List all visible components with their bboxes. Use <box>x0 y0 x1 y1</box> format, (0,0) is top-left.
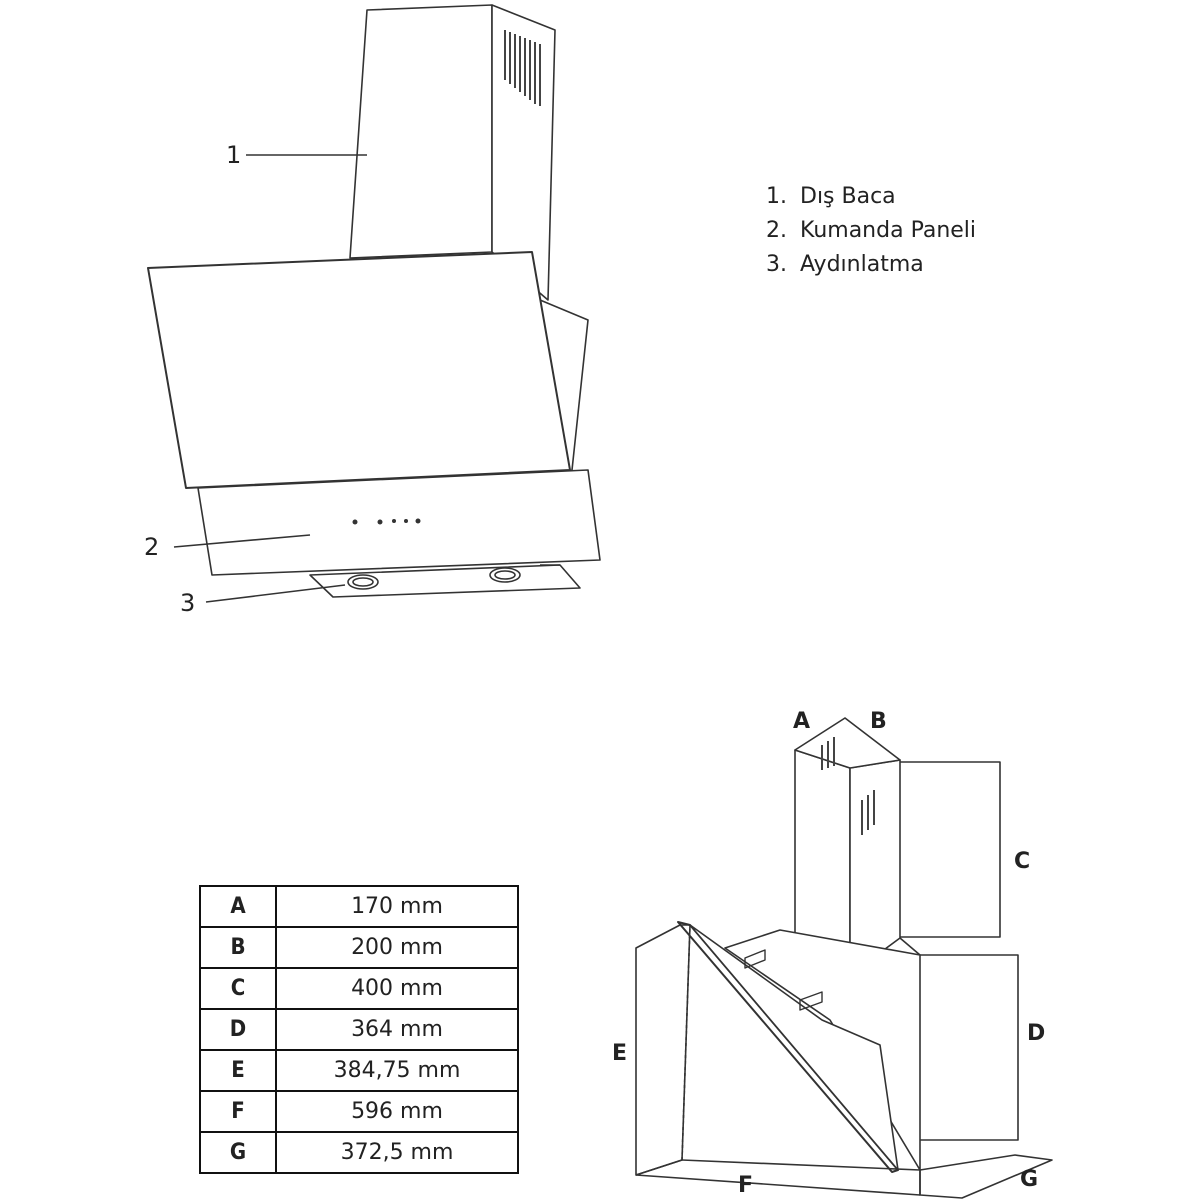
dim-key: D <box>199 1008 277 1051</box>
dim-value: 596 mm <box>275 1090 519 1133</box>
table-row: A 170 mm <box>199 885 519 928</box>
legend-label: Aydınlatma <box>800 252 924 277</box>
dim-label-g: G <box>1020 1167 1038 1192</box>
dim-key: F <box>199 1090 277 1133</box>
dim-value: 372,5 mm <box>275 1131 519 1174</box>
legend-item: 3. Aydınlatma <box>766 248 976 282</box>
dim-label-b: B <box>870 709 887 734</box>
light-left-icon <box>347 574 379 590</box>
legend-label: Kumanda Paneli <box>800 218 977 243</box>
dim-value: 170 mm <box>275 885 519 928</box>
table-row: C 400 mm <box>199 967 519 1010</box>
leader-2 <box>173 534 311 548</box>
legend-number: 1. <box>766 184 787 209</box>
dim-body <box>724 929 921 1171</box>
dim-d-box <box>920 954 1019 1141</box>
chimney-front <box>349 4 493 259</box>
dim-key: C <box>199 967 277 1010</box>
dim-value: 384,75 mm <box>275 1049 519 1092</box>
legend-number: 3. <box>766 252 787 277</box>
legend-label: Dış Baca <box>800 184 896 209</box>
leader-3 <box>205 584 346 603</box>
dim-label-d: D <box>1027 1021 1045 1046</box>
vent-slots-icon <box>504 30 541 106</box>
glass-panel <box>147 251 571 489</box>
callout-2: 2 <box>144 533 159 561</box>
light-right-icon <box>489 567 521 583</box>
control-buttons-icon <box>352 518 421 525</box>
hood-dimension-view <box>635 717 1053 1199</box>
callout-3: 3 <box>180 589 195 617</box>
dim-value: 364 mm <box>275 1008 519 1051</box>
parts-legend: 1. Dış Baca 2. Kumanda Paneli 3. Aydınlatma <box>766 180 976 282</box>
dim-label-c: C <box>1014 849 1030 874</box>
dim-label-f: F <box>738 1173 753 1198</box>
table-row: B 200 mm <box>199 926 519 969</box>
table-row: G 372,5 mm <box>199 1131 519 1174</box>
legend-number: 2. <box>766 218 787 243</box>
legend-item: 1. Dış Baca <box>766 180 976 214</box>
dim-key: E <box>199 1049 277 1092</box>
control-panel <box>197 469 601 576</box>
dim-key: A <box>199 885 277 928</box>
table-row: F 596 mm <box>199 1090 519 1133</box>
dim-key: B <box>199 926 277 969</box>
table-row: D 364 mm <box>199 1008 519 1051</box>
dim-value: 200 mm <box>275 926 519 969</box>
table-row: E 384,75 mm <box>199 1049 519 1092</box>
dimensions-table: A 170 mm B 200 mm C 400 mm D 364 mm E 38… <box>199 885 519 1174</box>
dim-key: G <box>199 1131 277 1174</box>
legend-item: 2. Kumanda Paneli <box>766 214 976 248</box>
dim-value: 400 mm <box>275 967 519 1010</box>
callout-1: 1 <box>226 141 241 169</box>
hood-front-view <box>147 4 601 603</box>
dim-c-box <box>900 761 1001 938</box>
dim-label-e: E <box>612 1041 627 1066</box>
dim-label-a: A <box>793 709 810 734</box>
